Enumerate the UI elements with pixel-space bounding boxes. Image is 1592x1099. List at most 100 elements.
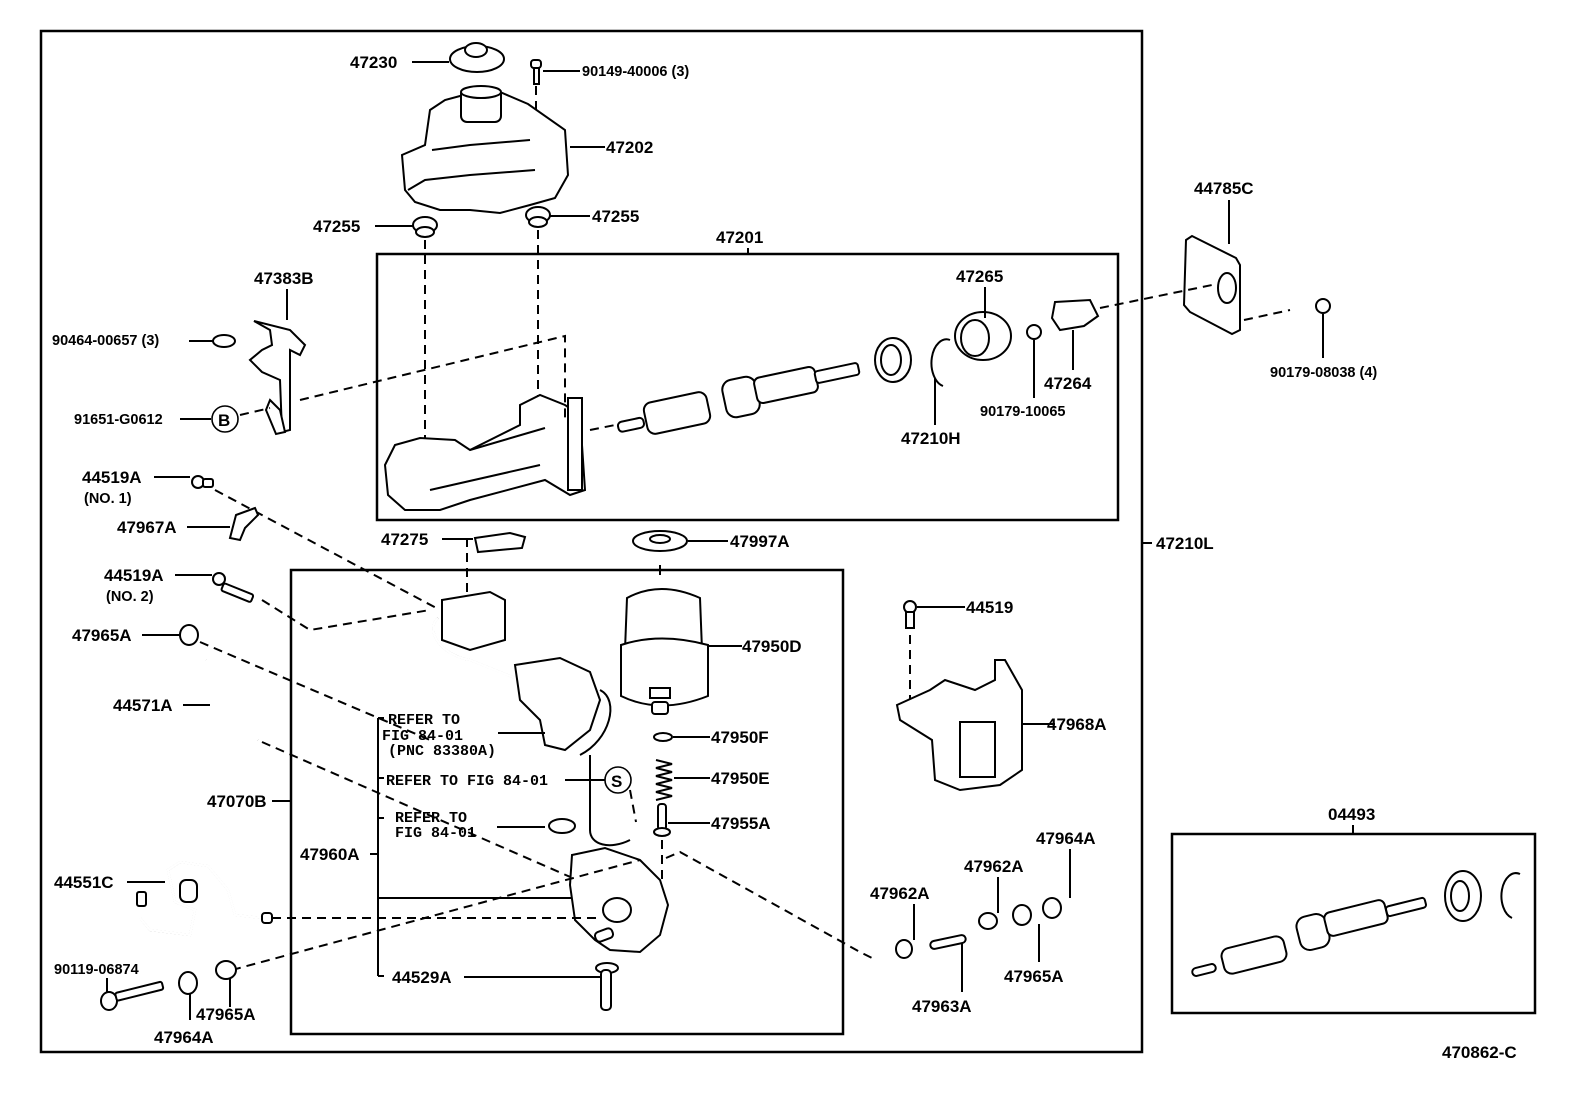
- part-number-label[interactable]: 04493: [1328, 805, 1375, 824]
- reservoir-tank-illustration: [400, 85, 570, 215]
- callout-44785C[interactable]: 44785C: [1194, 179, 1254, 244]
- master-cylinder-body-illustration: [299, 334, 587, 511]
- part-number-label[interactable]: 47964A: [1036, 829, 1096, 848]
- callout-44519A-no1[interactable]: 44519A (NO. 1): [82, 468, 190, 507]
- reference-text[interactable]: REFER TO FIG 84-01: [386, 773, 548, 790]
- callout-47962A-right[interactable]: 47962A: [964, 857, 1024, 913]
- part-number-label[interactable]: 47965A: [72, 626, 132, 645]
- part-number-label[interactable]: 44571A: [113, 696, 173, 715]
- callout-47210L[interactable]: 47210L: [1142, 534, 1214, 553]
- part-number-label[interactable]: 47968A: [1047, 715, 1107, 734]
- reference-text[interactable]: FIG 84-01: [382, 728, 463, 745]
- switch-marker-letter: S: [611, 772, 622, 791]
- callout-90464-00657[interactable]: 90464-00657 (3): [52, 333, 213, 349]
- bushing-set-illustration: [895, 897, 1062, 959]
- callout-47265[interactable]: 47265: [956, 267, 1003, 318]
- callout-47964A-right[interactable]: 47964A: [1036, 829, 1096, 898]
- callout-47275[interactable]: 47275: [381, 530, 473, 549]
- part-number-label[interactable]: 47964A: [154, 1028, 214, 1047]
- callout-47968A[interactable]: 47968A: [1022, 715, 1107, 734]
- part-number-label[interactable]: 47275: [381, 530, 428, 549]
- callout-47962A-left[interactable]: 47962A: [870, 884, 930, 940]
- part-number-label[interactable]: 90464-00657 (3): [52, 333, 159, 349]
- callout-91651-G0612[interactable]: 91651-G0612 B: [74, 405, 271, 433]
- part-number-label[interactable]: 47962A: [870, 884, 930, 903]
- part-number-label[interactable]: 44519: [966, 598, 1013, 617]
- reference-text[interactable]: REFER TO: [395, 810, 467, 827]
- callout-47997A[interactable]: 47997A: [688, 532, 790, 551]
- reference-text[interactable]: FIG 84-01: [395, 825, 476, 842]
- part-number-label[interactable]: 90179-08038 (4): [1270, 365, 1377, 381]
- callout-47960A[interactable]: 47960A: [300, 845, 378, 864]
- part-number-label[interactable]: 47997A: [730, 532, 790, 551]
- part-number-label[interactable]: 47255: [313, 217, 360, 236]
- callout-47950E[interactable]: 47950E: [674, 769, 770, 788]
- part-number-label[interactable]: 47950D: [742, 637, 802, 656]
- reference-text[interactable]: (PNC 83380A): [388, 743, 496, 760]
- part-number-label[interactable]: 90119-06874: [54, 962, 139, 978]
- reference-note-pnc-83380A[interactable]: REFER TO FIG 84-01 (PNC 83380A): [382, 712, 545, 760]
- callout-47967A[interactable]: 47967A: [117, 518, 230, 537]
- callout-47963A[interactable]: 47963A: [912, 943, 972, 1016]
- part-number-label[interactable]: 47202: [606, 138, 653, 157]
- part-number-label[interactable]: 47960A: [300, 845, 360, 864]
- part-number-label[interactable]: 90179-10065: [980, 404, 1065, 420]
- reference-note-clamp[interactable]: REFER TO FIG 84-01: [395, 810, 576, 842]
- part-number-label[interactable]: 47383B: [254, 269, 314, 288]
- callout-90119-06874[interactable]: 90119-06874: [54, 962, 139, 993]
- part-number-label[interactable]: 44529A: [392, 968, 452, 987]
- part-number-label[interactable]: 47070B: [207, 792, 267, 811]
- part-number-label[interactable]: 44519A: [82, 468, 142, 487]
- callout-47383B[interactable]: 47383B: [254, 269, 314, 320]
- part-number-label[interactable]: 44785C: [1194, 179, 1254, 198]
- part-number-label[interactable]: 47962A: [964, 857, 1024, 876]
- part-number-label[interactable]: 44551C: [54, 873, 114, 892]
- callout-47070B[interactable]: 47070B: [207, 792, 291, 811]
- callout-47965A-right[interactable]: 47965A: [1004, 924, 1064, 986]
- callout-47955A[interactable]: 47955A: [668, 814, 771, 833]
- callout-47950F[interactable]: 47950F: [673, 728, 769, 747]
- callout-90179-08038[interactable]: 90179-08038 (4): [1270, 314, 1377, 381]
- pump-body-illustration: [231, 846, 873, 971]
- part-number-label[interactable]: 47955A: [711, 814, 771, 833]
- part-number-label[interactable]: 47264: [1044, 374, 1092, 393]
- part-number-label[interactable]: 47210H: [901, 429, 961, 448]
- callout-47210H[interactable]: 47210H: [901, 378, 961, 448]
- callout-47230[interactable]: 47230: [350, 53, 449, 72]
- callout-47255-right[interactable]: 47255: [550, 207, 639, 226]
- callout-44571A[interactable]: 44571A: [113, 696, 210, 715]
- callout-90149-40006[interactable]: 90149-40006 (3): [543, 64, 689, 80]
- part-number-note: (NO. 1): [84, 491, 132, 507]
- callout-47950D[interactable]: 47950D: [708, 637, 802, 656]
- part-number-label[interactable]: 47967A: [117, 518, 177, 537]
- part-number-label[interactable]: 47965A: [1004, 967, 1064, 986]
- callout-47965A-lower[interactable]: 47965A: [196, 979, 256, 1024]
- part-number-label[interactable]: 47210L: [1156, 534, 1214, 553]
- part-number-label[interactable]: 47950E: [711, 769, 770, 788]
- bolt-90119-illustration: [100, 980, 165, 1011]
- part-number-label[interactable]: 91651-G0612: [74, 412, 163, 428]
- part-number-label[interactable]: 90149-40006 (3): [582, 64, 689, 80]
- callout-47965A-upper[interactable]: 47965A: [72, 626, 180, 645]
- callout-47964A-left[interactable]: 47964A: [154, 994, 214, 1047]
- part-number-label[interactable]: 47963A: [912, 997, 972, 1016]
- callout-44551C[interactable]: 44551C: [54, 873, 165, 892]
- part-number-label[interactable]: 47965A: [196, 1005, 256, 1024]
- part-number-label[interactable]: 47950F: [711, 728, 769, 747]
- part-number-label[interactable]: 47230: [350, 53, 397, 72]
- callout-47201[interactable]: 47201: [716, 228, 763, 254]
- part-number-label[interactable]: 47201: [716, 228, 763, 247]
- callout-44529A[interactable]: 44529A: [392, 968, 600, 987]
- callout-47264[interactable]: 47264: [1044, 330, 1092, 393]
- callout-44519A-no2[interactable]: 44519A (NO. 2): [104, 566, 212, 605]
- reference-note-switch[interactable]: REFER TO FIG 84-01 S: [386, 766, 637, 823]
- part-number-label[interactable]: 47255: [592, 207, 639, 226]
- part-number-label[interactable]: 47265: [956, 267, 1003, 286]
- callout-44519[interactable]: 44519: [917, 598, 1013, 617]
- callout-90179-10065[interactable]: 90179-10065: [980, 340, 1065, 420]
- callout-47255-left[interactable]: 47255: [313, 217, 414, 236]
- callout-47202[interactable]: 47202: [570, 138, 653, 157]
- reference-text[interactable]: REFER TO: [388, 712, 460, 729]
- part-number-label[interactable]: 44519A: [104, 566, 164, 585]
- callout-04493[interactable]: 04493: [1328, 805, 1375, 834]
